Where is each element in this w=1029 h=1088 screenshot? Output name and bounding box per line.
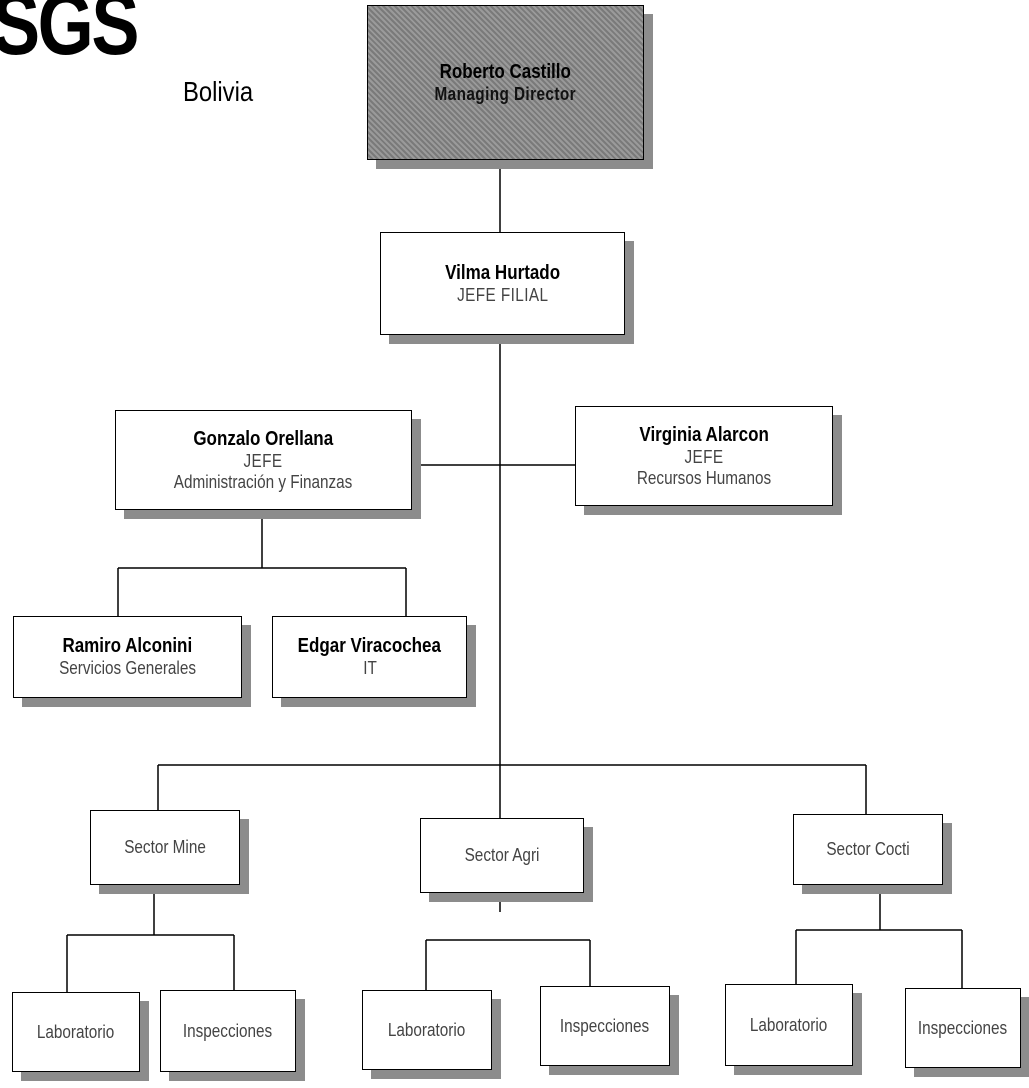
node-servicios-generales: Ramiro Alconini Servicios Generales — [13, 616, 242, 698]
jefe-filial-name: Vilma Hurtado — [445, 261, 560, 284]
it-dept: IT — [362, 658, 377, 678]
sgs-logo: SGS — [0, 0, 139, 73]
sector-agri-label: Sector Agri — [464, 845, 540, 865]
mine-insp-label: Inspecciones — [183, 1020, 273, 1041]
node-sector-cocti: Sector Cocti — [793, 814, 943, 885]
director-title: Managing Director — [434, 83, 577, 104]
node-director: Roberto Castillo Managing Director — [367, 5, 644, 160]
sector-cocti-label: Sector Cocti — [826, 839, 910, 859]
node-cocti-inspecciones: Inspecciones — [905, 988, 1021, 1068]
node-mine-laboratorio: Laboratorio — [12, 992, 140, 1072]
jefe-filial-title: JEFE FILIAL — [456, 284, 549, 305]
servicios-name: Ramiro Alconini — [62, 635, 193, 657]
mine-lab-label: Laboratorio — [37, 1021, 115, 1042]
it-name: Edgar Viracochea — [297, 635, 442, 657]
rrhh-dept: Recursos Humanos — [636, 467, 772, 488]
node-recursos-humanos: Virginia Alarcon JEFE Recursos Humanos — [575, 406, 833, 506]
sector-mine-label: Sector Mine — [124, 837, 206, 857]
director-name: Roberto Castillo — [439, 60, 572, 83]
node-admin-finanzas: Gonzalo Orellana JEFE Administración y F… — [115, 410, 412, 510]
rrhh-name: Virginia Alarcon — [639, 423, 769, 446]
node-cocti-laboratorio: Laboratorio — [725, 984, 853, 1066]
admin-title: JEFE — [243, 450, 284, 471]
rrhh-title: JEFE — [684, 446, 724, 467]
node-sector-mine: Sector Mine — [90, 810, 240, 885]
country-label: Bolivia — [183, 76, 254, 107]
servicios-dept: Servicios Generales — [59, 658, 196, 678]
node-mine-inspecciones: Inspecciones — [160, 990, 296, 1072]
agri-lab-label: Laboratorio — [388, 1019, 466, 1040]
cocti-insp-label: Inspecciones — [918, 1017, 1008, 1038]
admin-name: Gonzalo Orellana — [193, 427, 334, 450]
node-agri-inspecciones: Inspecciones — [540, 986, 670, 1066]
node-sector-agri: Sector Agri — [420, 818, 584, 893]
admin-dept: Administración y Finanzas — [174, 471, 353, 492]
node-agri-laboratorio: Laboratorio — [362, 990, 492, 1070]
node-it: Edgar Viracochea IT — [272, 616, 467, 698]
node-jefe-filial: Vilma Hurtado JEFE FILIAL — [380, 232, 625, 335]
cocti-lab-label: Laboratorio — [750, 1014, 828, 1035]
agri-insp-label: Inspecciones — [560, 1015, 650, 1036]
